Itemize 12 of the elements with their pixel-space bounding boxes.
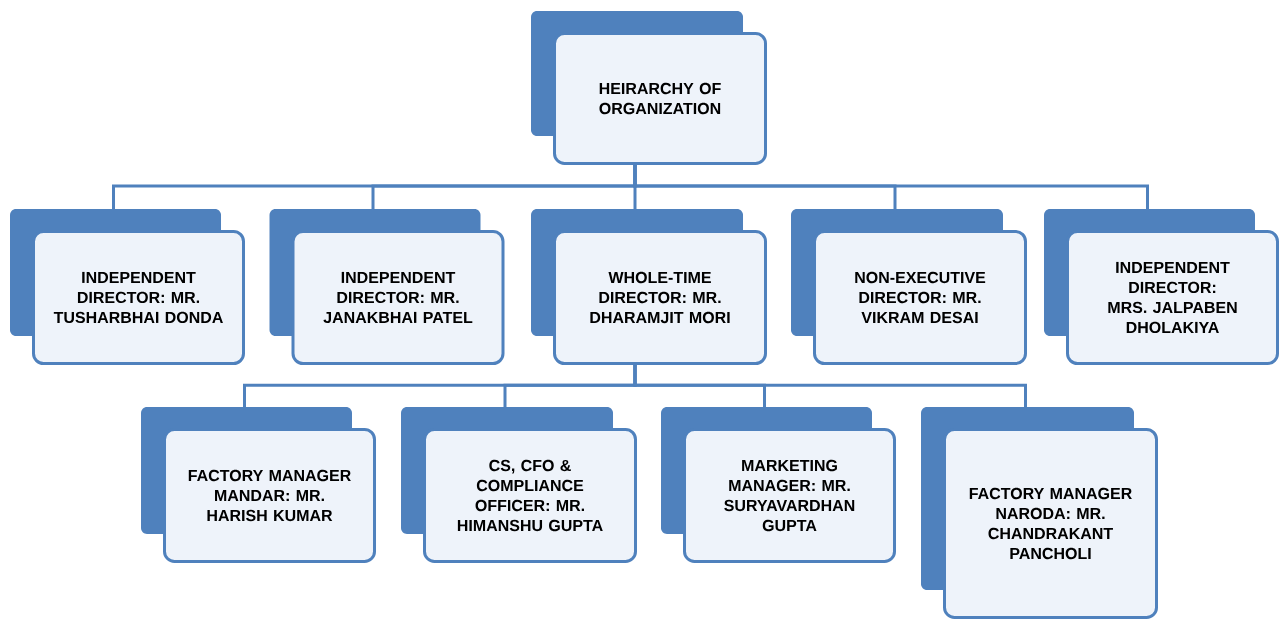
org-box: NON-EXECUTIVE DIRECTOR: MR. VIKRAM DESAI	[791, 209, 1027, 365]
connector-line	[633, 365, 1027, 408]
org-box: INDEPENDENT DIRECTOR: MR. TUSHARBHAI DONDA	[10, 209, 245, 365]
org-box: WHOLE-TIME DIRECTOR: MR. DHARAMJIT MORI	[531, 209, 767, 365]
org-box: MARKETING MANAGER: MR. SURYAVARDHAN GUPTA	[661, 407, 896, 563]
org-box: INDEPENDENT DIRECTOR: MR. JANAKBHAI PATEL	[269, 209, 505, 365]
org-box: HEIRARCHY OF ORGANIZATION	[531, 11, 767, 165]
org-box: FACTORY MANAGER NARODA: MR. CHANDRAKANT PANCHOLI	[921, 407, 1158, 619]
org-box: FACTORY MANAGER MANDAR: MR. HARISH KUMAR	[141, 407, 376, 563]
org-box: CS, CFO & COMPLIANCE OFFICER: MR. HIMANSHU GUPTA	[401, 407, 637, 563]
connector-line	[633, 165, 1149, 210]
org-box: INDEPENDENT DIRECTOR: MRS. JALPABEN DHOLAKIYA	[1044, 209, 1279, 365]
